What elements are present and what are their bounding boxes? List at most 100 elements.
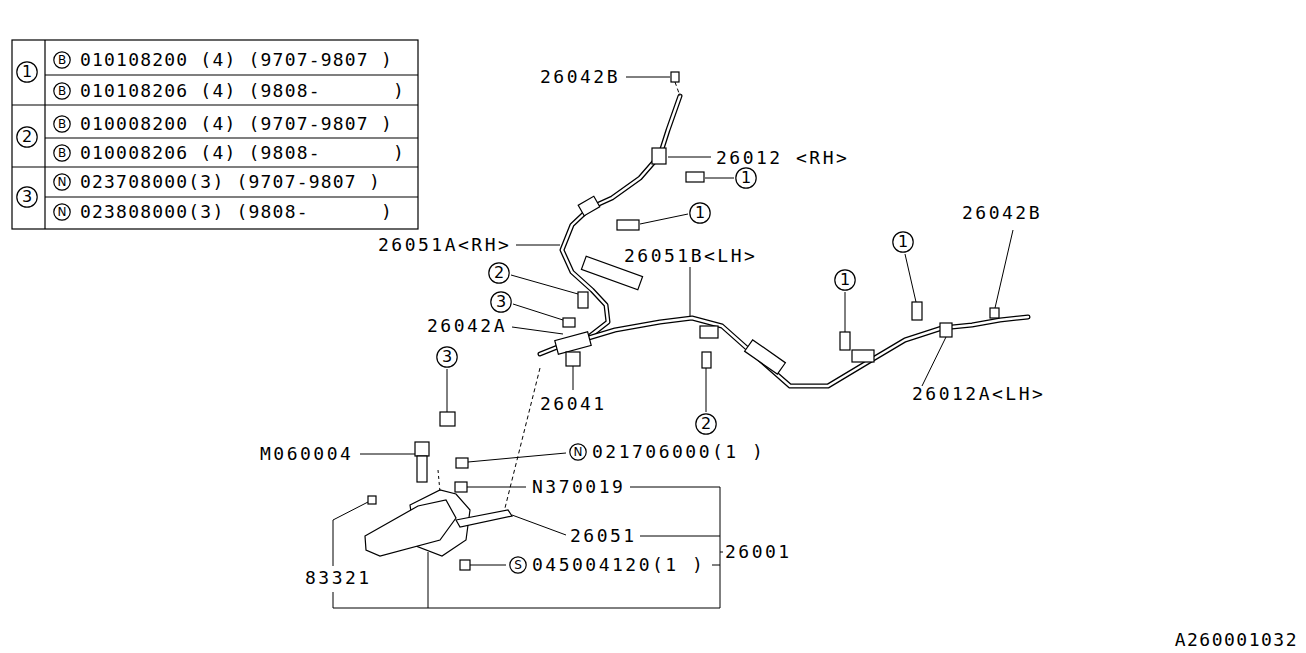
callout-circle: 2	[488, 262, 510, 284]
circle-outline	[696, 414, 716, 434]
callout-circle: N	[53, 203, 71, 221]
callout-number: B	[58, 85, 66, 97]
cable-bracket	[652, 148, 666, 164]
circle-outline	[54, 204, 70, 220]
assembly-bracket	[720, 552, 723, 553]
bolt	[702, 352, 711, 368]
table-rule	[45, 137, 418, 138]
screw	[460, 560, 470, 570]
equalizer	[555, 332, 591, 354]
leader-line	[447, 369, 448, 412]
callout-number: 3	[22, 189, 32, 205]
circle-outline	[437, 347, 457, 367]
circle-outline	[17, 127, 37, 147]
clip	[990, 308, 999, 318]
callout-number: 1	[898, 234, 908, 250]
callout-number: 2	[701, 416, 711, 432]
table-border	[12, 40, 418, 229]
circle-outline	[835, 270, 855, 290]
nut	[563, 318, 575, 327]
circle-outline	[17, 62, 37, 82]
callout-number: N	[58, 206, 67, 218]
table-rule	[12, 166, 418, 167]
part-number-cell: 010008206 (4) (9808- )	[80, 143, 405, 163]
cable-clamp	[745, 340, 786, 374]
bolt-head	[415, 442, 429, 456]
assembly-bracket	[333, 487, 720, 608]
leader-line	[995, 230, 1013, 308]
part-number-cell: 010108200 (4) (9707-9807 )	[80, 50, 393, 70]
leader-line	[905, 254, 916, 302]
callout-number: 1	[741, 170, 751, 186]
circle-outline	[54, 83, 70, 99]
part-number-cell: 010008200 (4) (9707-9807 )	[80, 114, 393, 134]
leader-line	[512, 515, 566, 535]
circle-outline	[510, 557, 526, 573]
bolt	[840, 332, 850, 350]
part-number-cell: 023708000(3) (9707-9807 )	[80, 172, 381, 192]
callout-circle: B	[53, 144, 71, 162]
callout-number: 3	[496, 294, 506, 310]
leader-line	[516, 245, 560, 246]
callout-number: 1	[695, 205, 705, 221]
part-label: 021706000(1 )	[592, 442, 765, 462]
callout-circle: 1	[16, 61, 38, 83]
leader-line	[512, 327, 563, 334]
table-rule	[45, 74, 418, 75]
callout-number: 2	[494, 265, 504, 281]
circle-outline	[893, 232, 913, 252]
lh-cable	[575, 317, 1028, 386]
part-label: 26042B	[540, 67, 620, 87]
part-label: 26051B<LH>	[624, 246, 757, 266]
leader-line	[468, 453, 566, 462]
bolt-shank	[417, 456, 427, 482]
leader-line	[705, 178, 734, 179]
part-number-cell: 023808000(3) (9808- )	[80, 202, 393, 222]
leader-line	[706, 368, 707, 412]
callout-circle: B	[53, 82, 71, 100]
callout-circle: B	[53, 115, 71, 133]
leader-line	[470, 565, 506, 566]
bolt	[578, 292, 588, 308]
callout-circle: 1	[834, 269, 856, 291]
leader-line	[668, 157, 711, 158]
part-label: 26012 <RH>	[716, 148, 849, 168]
callout-number: 1	[22, 64, 32, 80]
leader-line	[845, 292, 846, 332]
lever-rod	[456, 510, 512, 527]
parts-table-grid	[12, 40, 418, 229]
callout-number: N	[574, 446, 583, 458]
part-label: 83321	[305, 568, 372, 588]
leader-line	[467, 487, 526, 488]
leader-line	[675, 82, 680, 96]
circle-outline	[736, 168, 756, 188]
callout-circle: 3	[436, 346, 458, 368]
circle-outline	[54, 174, 70, 190]
part-label: M060004	[260, 444, 353, 464]
callout-circle: S	[509, 556, 527, 574]
callout-circle: 3	[490, 291, 512, 313]
part-number-cell: 010108206 (4) (9808- )	[80, 81, 405, 101]
equalizer-bracket	[566, 352, 580, 366]
part-label: 26042A	[427, 316, 507, 336]
bolt	[617, 220, 639, 230]
circle-outline	[17, 187, 37, 207]
part-label: 26051A<RH>	[378, 235, 511, 255]
part-label: 26012A<LH>	[912, 384, 1045, 404]
nut	[456, 458, 468, 468]
leader-line	[333, 502, 368, 566]
table-rule	[12, 104, 418, 105]
callout-number: B	[58, 118, 66, 130]
leader-line	[626, 77, 670, 78]
circle-outline	[489, 263, 509, 283]
callout-circle: 3	[16, 186, 38, 208]
cables	[540, 96, 1028, 386]
cable-clamp	[700, 326, 718, 338]
leader-line	[640, 214, 688, 224]
nut	[455, 482, 467, 492]
leader-line	[573, 366, 574, 390]
circle-outline	[570, 444, 586, 460]
part-label: N370019	[532, 477, 625, 497]
part-label: 26051	[570, 526, 637, 546]
circle-outline	[54, 145, 70, 161]
